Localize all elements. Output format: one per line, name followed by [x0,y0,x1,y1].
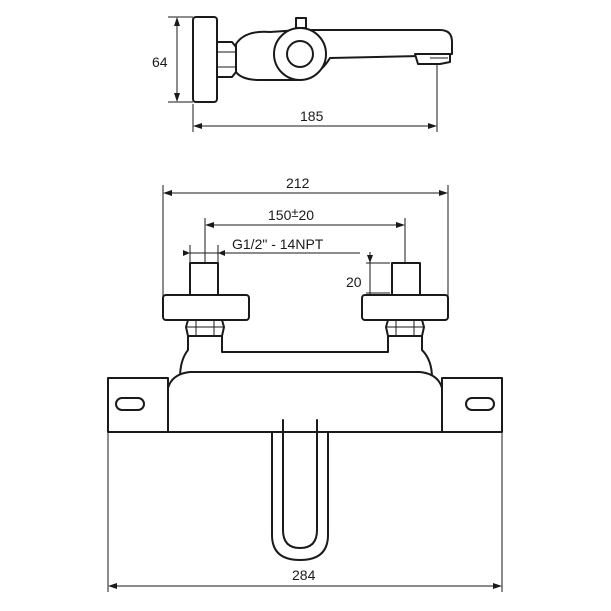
right-hex-nut [385,319,425,337]
left-escutcheon [162,294,250,321]
thread-label: G1/2" - 14NPT [232,236,324,252]
dim-inlet-protrusion: 20 [346,274,362,290]
left-hex-nut [185,319,225,337]
left-inlet-pipe [189,262,219,296]
left-mounting-slot [115,397,145,411]
wall-plate [192,16,218,103]
svg-text:150±20: 150±20 [268,205,314,223]
top-cap [295,17,307,29]
right-inlet-pipe [391,262,421,296]
spout-front [271,431,329,561]
spout-tip [414,53,451,65]
dim-side-depth: 185 [300,108,324,124]
dim-tolerance: 20 [299,207,315,223]
dim-plus-minus: ± [291,205,298,220]
connector-nut [216,41,237,78]
inlet-bridge [179,335,433,379]
dim-center-distance: 150 [268,207,292,223]
mixer-body-front [167,371,443,433]
knob-center [286,40,314,68]
side-view: 64 185 [152,16,453,132]
right-escutcheon [361,294,449,321]
right-mounting-slot [465,397,495,411]
dim-overall-inlet-span: 212 [286,175,310,191]
dim-overall-width: 284 [292,567,316,583]
dim-side-height: 64 [152,54,168,70]
front-view: 212 150±20 G1/2" - 14NPT 20 [107,175,503,592]
